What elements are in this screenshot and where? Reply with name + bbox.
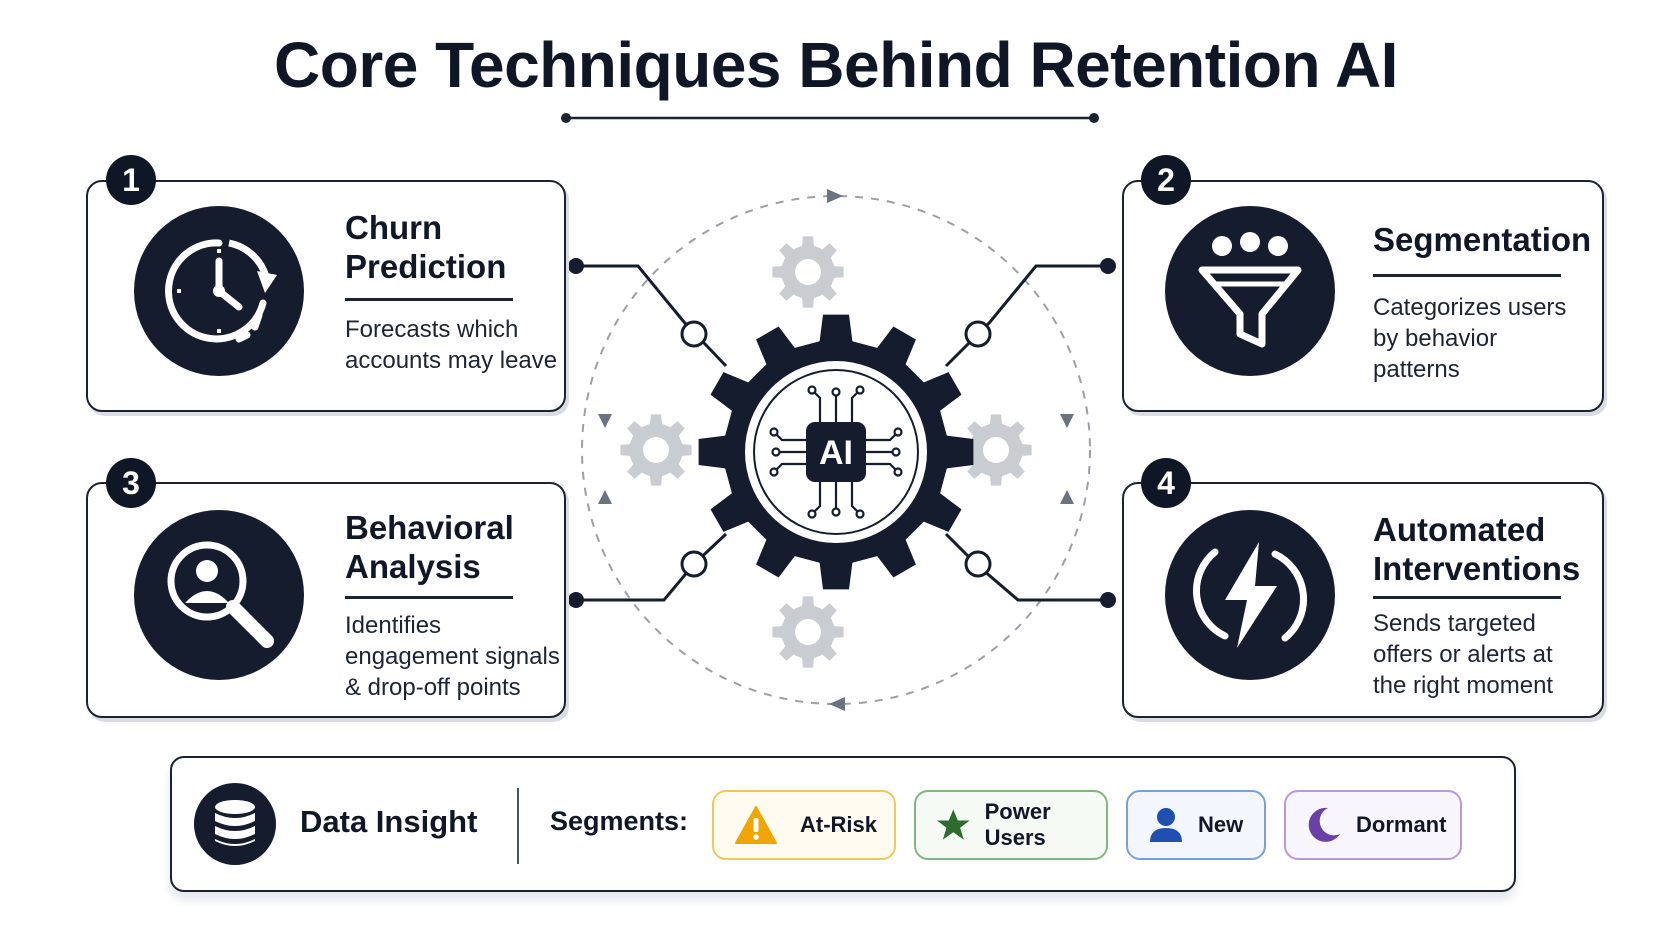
card-title-segmentation: Segmentation	[1373, 220, 1591, 259]
card-icon-circle-4	[1165, 510, 1335, 680]
segment-chip-dormant[interactable]: Dormant	[1284, 790, 1462, 860]
card-desc-line: Sends targeted	[1373, 610, 1536, 637]
card-icon-circle-1	[134, 206, 304, 376]
card-icon-circle-2	[1165, 206, 1335, 376]
circuit-node	[769, 467, 779, 477]
card-title-line-2: Prediction	[345, 248, 507, 285]
card-divider	[345, 596, 513, 599]
circuit-node	[893, 427, 903, 437]
connector-card-3	[576, 532, 728, 602]
moon-icon	[1308, 807, 1340, 842]
orbit-arrow-bottom	[829, 697, 845, 711]
gear-top	[772, 236, 844, 308]
star-icon	[936, 809, 970, 840]
circuit-node	[891, 447, 901, 457]
card-title-line-1: Behavioral	[345, 509, 514, 546]
step-badge-3: 3	[106, 458, 156, 508]
magnifier-user-icon	[167, 541, 274, 648]
card-icon-circle-3	[134, 510, 304, 680]
gear-left	[620, 414, 692, 486]
data-insight-label: Data Insight	[300, 804, 478, 839]
orbit-arrow-left-down	[598, 414, 612, 428]
card-title-line-1: Segmentation	[1373, 221, 1592, 258]
circuit-node	[807, 385, 817, 395]
orbit-arrow-left-up	[598, 490, 612, 504]
gear-bottom	[772, 596, 844, 668]
orbit-arrow-right-up	[1060, 490, 1074, 504]
footer-divider	[517, 788, 519, 864]
step-badge-2: 2	[1141, 155, 1191, 205]
circuit-node	[893, 467, 903, 477]
card-title-line-2: Analysis	[345, 548, 481, 585]
ai-chip	[806, 422, 866, 482]
data-insight-panel: Data Insight Segments: At-Risk Power Use…	[170, 756, 1516, 892]
segment-label: Power Users	[984, 799, 1051, 850]
step-badge-1: 1	[106, 155, 156, 205]
card-title-line-1: Automated	[1373, 511, 1546, 548]
card-desc-line: engagement signals	[345, 643, 560, 670]
lightning-icon	[1192, 542, 1308, 648]
circuit-node	[771, 447, 781, 457]
circuit-traces	[769, 385, 903, 519]
connector-dots	[568, 258, 1116, 608]
card-desc-line: the right moment	[1373, 672, 1554, 699]
connector-card-4	[944, 532, 1108, 602]
card-desc-line: accounts may leave	[345, 347, 558, 374]
circuit-node	[855, 509, 865, 519]
gear-right	[960, 414, 1032, 486]
funnel-users-icon	[1198, 232, 1302, 348]
card-title-churn-prediction: Churn Prediction	[345, 208, 506, 286]
card-desc-automated-interventions: Sends targeted offers or alerts at the r…	[1373, 608, 1553, 701]
card-divider	[1373, 274, 1561, 277]
main-gear	[698, 314, 974, 590]
card-desc-line: patterns	[1373, 356, 1460, 383]
card-title-behavioral-analysis: Behavioral Analysis	[345, 508, 514, 586]
card-title-automated-interventions: Automated Interventions	[1373, 510, 1580, 588]
card-divider	[345, 298, 513, 301]
circuit-node	[831, 387, 841, 397]
card-desc-line: by behavior	[1373, 325, 1498, 352]
segment-chip-power-users[interactable]: Power Users	[914, 790, 1108, 860]
segment-chip-at-risk[interactable]: At-Risk	[712, 790, 896, 860]
card-divider	[1373, 596, 1561, 599]
ai-chip-label: AI	[819, 434, 853, 472]
segment-label: Dormant	[1356, 812, 1447, 837]
warning-icon	[735, 806, 777, 844]
connector-card-2	[944, 264, 1108, 368]
segment-chip-new[interactable]: New	[1126, 790, 1266, 860]
card-desc-line: Identifies	[345, 612, 442, 639]
connector-nodes	[680, 320, 992, 578]
circuit-node	[855, 385, 865, 395]
card-desc-segmentation: Categorizes users by behavior patterns	[1373, 292, 1566, 385]
connector-lines	[576, 264, 1108, 602]
circuit-node	[831, 507, 841, 517]
orbit-arrow-right-down	[1060, 414, 1074, 428]
orbit-dashed-circle	[581, 195, 1091, 705]
card-desc-line: Forecasts which	[345, 316, 519, 343]
card-desc-line: & drop-off points	[345, 674, 521, 701]
circuit-node	[807, 509, 817, 519]
card-desc-churn-prediction: Forecasts which accounts may leave	[345, 314, 557, 376]
card-desc-line: offers or alerts at	[1373, 641, 1553, 668]
database-icon	[215, 800, 255, 846]
card-desc-line: Categorizes users	[1373, 294, 1567, 321]
segment-label: At-Risk	[800, 812, 878, 837]
card-desc-behavioral-analysis: Identifies engagement signals & drop-off…	[345, 610, 560, 703]
segment-label: New	[1198, 812, 1244, 837]
card-title-line-2: Interventions	[1373, 550, 1581, 587]
database-icon-circle	[194, 783, 276, 865]
segments-label: Segments:	[550, 806, 689, 836]
page-title: Core Techniques Behind Retention AI	[274, 29, 1398, 101]
user-icon	[1150, 808, 1182, 842]
title-underline	[561, 113, 1099, 123]
orbit-arrow-top	[827, 189, 843, 203]
step-badge-4: 4	[1141, 458, 1191, 508]
circuit-node	[769, 427, 779, 437]
connector-card-1	[576, 264, 728, 368]
card-title-line-1: Churn	[345, 209, 443, 246]
clock-refresh-icon	[165, 239, 277, 343]
